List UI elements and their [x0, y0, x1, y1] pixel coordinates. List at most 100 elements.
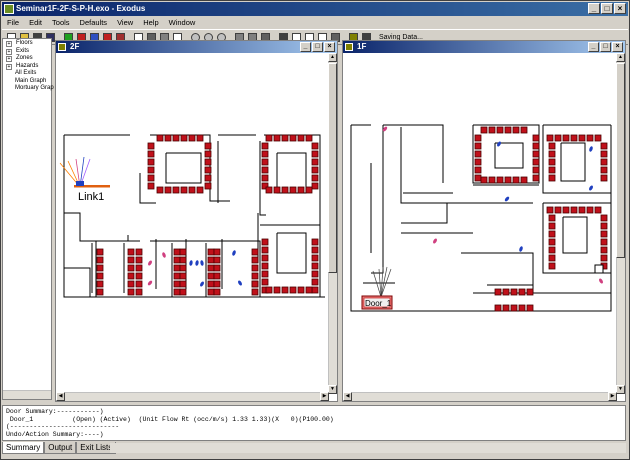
occupant-marker: [189, 260, 193, 266]
wall-line: [64, 267, 91, 297]
scroll-left-arrow[interactable]: ◀: [343, 392, 352, 401]
minimize-button[interactable]: _: [588, 3, 600, 14]
seat-node: [532, 166, 540, 174]
wall-line: [562, 216, 588, 254]
seat-node: [135, 248, 143, 256]
seat-node: [496, 126, 504, 134]
seat-node: [281, 286, 289, 294]
occupant-marker: [200, 260, 204, 266]
tree-item[interactable]: All Exits: [3, 70, 51, 78]
expand-plus-icon[interactable]: +: [6, 63, 12, 70]
seat-node: [311, 286, 319, 294]
seat-node: [532, 142, 540, 150]
menu-window[interactable]: Window: [168, 18, 196, 27]
close-button[interactable]: ×: [614, 3, 626, 14]
window-1f-close-button[interactable]: ×: [612, 42, 623, 52]
seat-node: [311, 142, 319, 150]
seat-node: [526, 304, 534, 312]
menu-view[interactable]: View: [117, 18, 134, 27]
tree-item-label: Floors: [16, 40, 33, 46]
seat-node: [147, 182, 155, 190]
seat-node: [96, 288, 104, 296]
occupant-marker: [148, 260, 152, 266]
expand-plus-icon[interactable]: +: [6, 48, 12, 55]
expand-plus-icon[interactable]: +: [6, 56, 12, 62]
seat-node: [204, 158, 212, 166]
window-1f-vertical-scrollbar[interactable]: ▲ ▼: [616, 53, 625, 394]
seat-node: [204, 182, 212, 190]
seat-node: [297, 286, 305, 294]
tree-item-label: Hazards: [16, 62, 39, 69]
window-2f-horizontal-scrollbar[interactable]: ◀ ▶: [56, 392, 329, 401]
tree-item[interactable]: + Hazards: [3, 63, 51, 71]
window-2f-close-button[interactable]: ×: [324, 42, 335, 52]
seat-node: [251, 272, 259, 280]
scroll-right-arrow[interactable]: ▶: [608, 392, 617, 401]
floor-window-2f[interactable]: 2F _ □ × Link1 ▲ ▼ ◀ ▶: [55, 40, 338, 402]
app-title-bar[interactable]: Seminar1F-2F-S-P-H.exo - Exodus _ □ ×: [2, 2, 628, 16]
seat-node: [127, 248, 135, 256]
tree-item[interactable]: Main Graph: [3, 78, 51, 86]
scroll-up-arrow[interactable]: ▲: [328, 53, 337, 62]
floor-window-2f-title-bar[interactable]: 2F _ □ ×: [56, 41, 337, 53]
expand-plus-icon[interactable]: +: [6, 41, 12, 47]
seat-node: [518, 288, 526, 296]
seat-node: [512, 176, 520, 184]
seat-node: [147, 166, 155, 174]
tab-summary[interactable]: Summary: [2, 442, 45, 454]
menu-defaults[interactable]: Defaults: [79, 18, 108, 27]
seat-node: [204, 150, 212, 158]
wall-line: [64, 212, 140, 242]
scroll-down-arrow[interactable]: ▼: [328, 385, 337, 394]
seat-node: [548, 142, 556, 150]
menu-file[interactable]: File: [7, 18, 20, 27]
tree-item[interactable]: Mortuary Grap: [3, 85, 54, 93]
seat-node: [207, 272, 215, 280]
scroll-right-arrow[interactable]: ▶: [320, 392, 329, 401]
scroll-thumb[interactable]: [616, 63, 625, 258]
scroll-down-arrow[interactable]: ▼: [616, 385, 625, 394]
output-line: (----------------------------: [6, 423, 120, 430]
seat-node: [488, 126, 496, 134]
tree-item[interactable]: + Floors: [3, 40, 51, 48]
seat-node: [548, 238, 556, 246]
scroll-thumb[interactable]: [328, 63, 337, 273]
scroll-up-arrow[interactable]: ▲: [616, 53, 625, 62]
window-1f-minimize-button[interactable]: _: [588, 42, 599, 52]
tree-horizontal-scrollbar[interactable]: [3, 390, 51, 399]
wall-line: [494, 142, 524, 169]
output-line: Door_1 (Open) (Active) (Unit Flow Rt (oc…: [6, 415, 334, 423]
floor-window-1f-title-bar[interactable]: 1F _ □ ×: [343, 41, 625, 53]
link-line: [380, 266, 384, 298]
wall-line: [383, 124, 444, 183]
menu-tools[interactable]: Tools: [52, 18, 70, 27]
seat-node: [562, 134, 570, 142]
tree-item[interactable]: + Zones: [3, 55, 51, 63]
window-1f-horizontal-scrollbar[interactable]: ◀ ▶: [343, 392, 617, 401]
seat-node: [261, 238, 269, 246]
wall-line: [259, 141, 266, 216]
seat-node: [261, 270, 269, 278]
menu-edit[interactable]: Edit: [29, 18, 43, 27]
tree-item[interactable]: +Exits: [3, 48, 51, 56]
maximize-button[interactable]: □: [601, 3, 613, 14]
window-2f-vertical-scrollbar[interactable]: ▲ ▼: [328, 53, 337, 394]
seat-node: [480, 176, 488, 184]
menu-help[interactable]: Help: [143, 18, 159, 27]
output-console[interactable]: Door Summary:-----------) Door_1 (Open) …: [2, 405, 626, 441]
floor-window-1f[interactable]: 1F _ □ × Door_1 ▲ ▼ ◀ ▶: [342, 40, 626, 402]
window-2f-maximize-button[interactable]: □: [312, 42, 323, 52]
seat-node: [147, 142, 155, 150]
scroll-left-arrow[interactable]: ◀: [56, 392, 65, 401]
floor-plan-2f-canvas[interactable]: Link1: [56, 53, 329, 394]
wall-line: [461, 252, 534, 293]
window-1f-maximize-button[interactable]: □: [600, 42, 611, 52]
floor-plan-1f-canvas[interactable]: Door_1: [343, 53, 617, 394]
seat-node: [311, 262, 319, 270]
window-2f-minimize-button[interactable]: _: [300, 42, 311, 52]
seat-node: [600, 246, 608, 254]
seat-node: [204, 142, 212, 150]
output-horizontal-scrollbar[interactable]: [110, 443, 626, 453]
tab-output[interactable]: Output: [44, 442, 77, 454]
tree-item-label: Zones: [16, 55, 33, 61]
